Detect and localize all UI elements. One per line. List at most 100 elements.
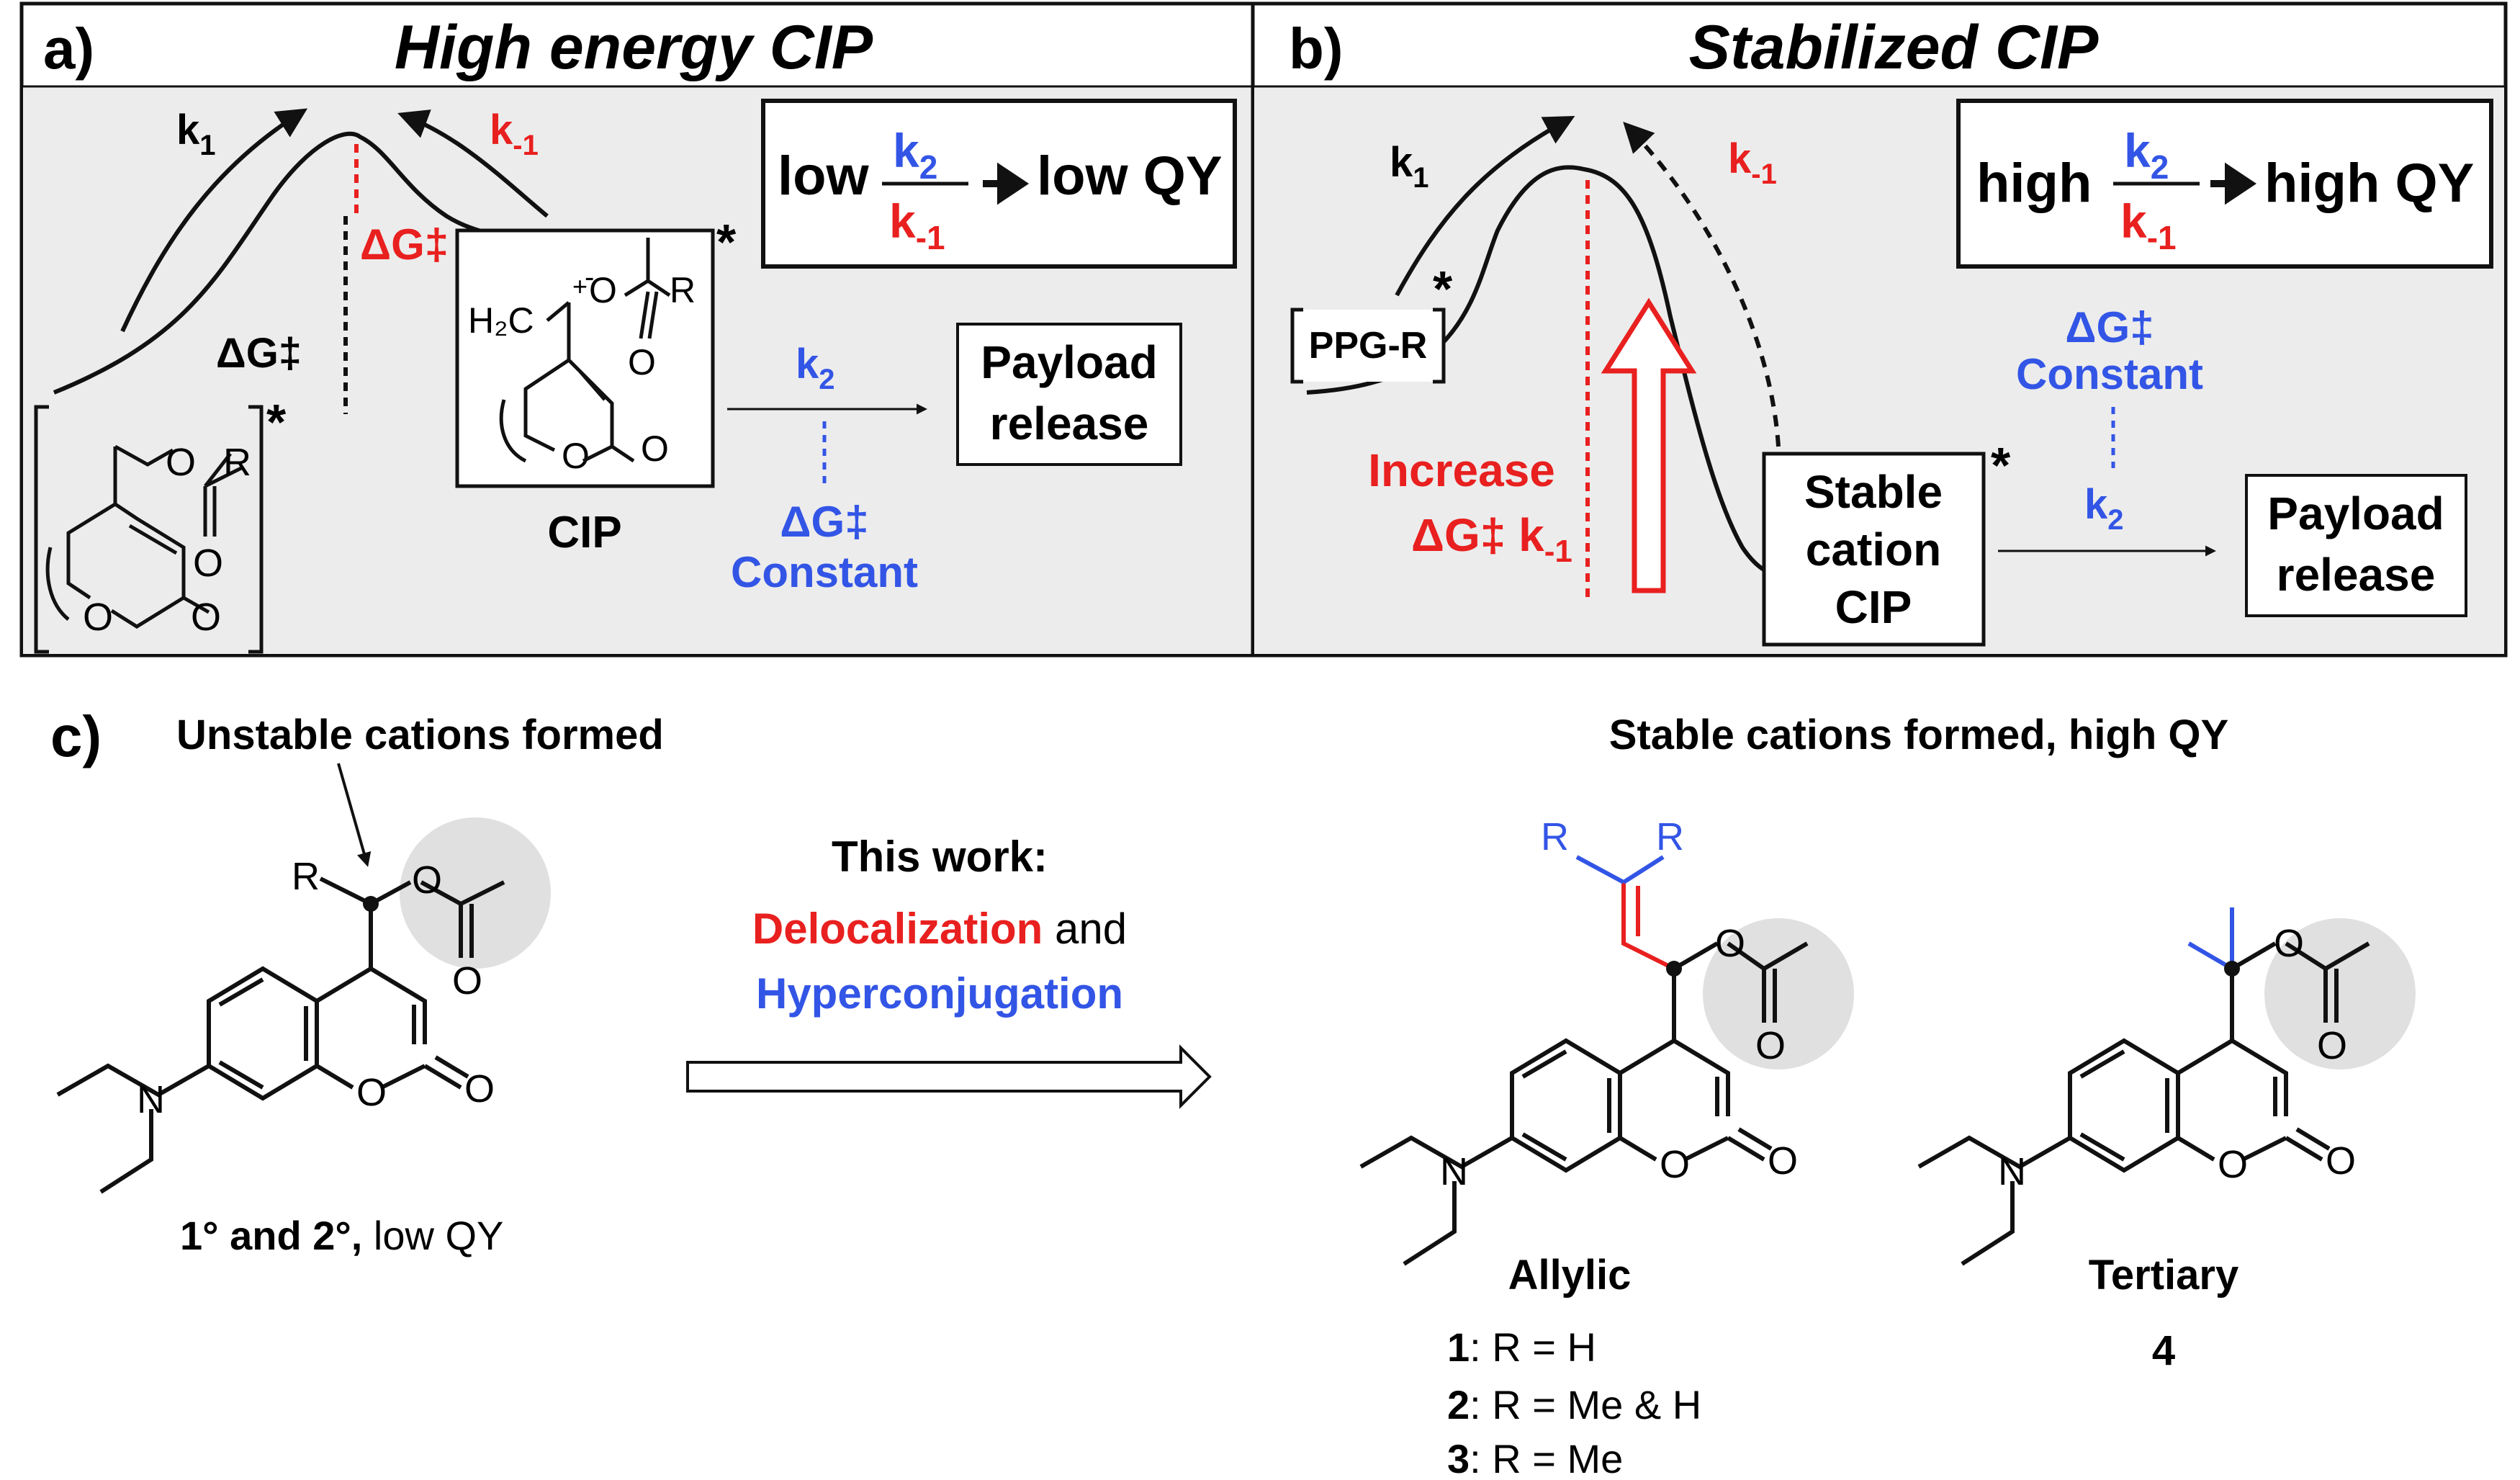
atom-O-ring-left: O xyxy=(83,596,113,639)
ratio-pre-a: low xyxy=(778,145,870,207)
pyranone-molecule-cip xyxy=(499,238,671,463)
k-1-arrow-a xyxy=(397,109,549,218)
tertiary-number: 4 xyxy=(2152,1327,2175,1374)
pyranone-molecule-left xyxy=(45,444,243,629)
panel-b-frame xyxy=(1251,1,2508,658)
atom-N-tertiary: N xyxy=(1998,1150,2026,1193)
atom-minus-cip: - xyxy=(585,261,594,293)
k1-label-b: k1 xyxy=(1390,139,1429,194)
atom-O-cip: O xyxy=(589,270,617,310)
coumarin-molecule-tertiary xyxy=(1917,941,2370,1266)
k2-label-b: k2 xyxy=(2084,481,2124,536)
compound-2-label: 2: R = Me & H xyxy=(1447,1382,1701,1427)
brackets-ppg-front xyxy=(1290,308,1446,384)
ratio-den-a: k-1 xyxy=(889,194,945,256)
panel-c: c) Unstable cations formed Stable cation… xyxy=(50,704,2416,1480)
stable-line2-b: cation xyxy=(1806,524,1941,575)
atom-O-lactone-left: O xyxy=(191,596,221,639)
payload-line2-a: release xyxy=(990,398,1149,449)
k-1-arrow-b xyxy=(1623,121,1781,447)
dG-left-label-a: ΔG‡ xyxy=(216,330,302,377)
asterisk-cip-a: * xyxy=(716,214,737,270)
stereocenter-dot-allylic xyxy=(1666,961,1682,977)
atom-O-lactone-cip: O xyxy=(641,429,669,469)
stable-cip-box-b xyxy=(1762,452,1986,647)
payload-line1-b: Payload xyxy=(2267,488,2444,539)
dG-ts-label-a: ΔG‡ xyxy=(360,220,449,269)
k1-arrow-b xyxy=(1395,115,1575,297)
ratio-pre-b: high xyxy=(1976,153,2092,214)
stereocenter-dot-tertiary xyxy=(2224,961,2240,977)
ppg-label-b: PPG-R xyxy=(1309,325,1428,367)
atom-O-carbonyl-left-c: O xyxy=(452,959,482,1003)
payload-line1-a: Payload xyxy=(981,336,1157,388)
k1-label-a: k1 xyxy=(176,107,216,161)
ratio-num-b: k2 xyxy=(2124,124,2169,186)
atom-R1-allylic: R xyxy=(1541,815,1569,858)
panel-a: a) High energy CIP k1 k-1 ΔG‡ ΔG‡ low k2… xyxy=(19,1,1255,658)
ratio-num-a: k2 xyxy=(893,124,937,186)
atom-N-allylic: N xyxy=(1440,1150,1468,1193)
ratio-post-b: high QY xyxy=(2264,153,2474,214)
constant-label-b: Constant xyxy=(2016,350,2203,398)
k-1-label-b: k-1 xyxy=(1728,135,1777,190)
ratio-den-b: k-1 xyxy=(2120,194,2177,256)
stable-line3-b: CIP xyxy=(1835,581,1912,633)
atom-O-ester-tertiary: O xyxy=(2274,922,2304,965)
panel-b-label: b) xyxy=(1289,17,1344,81)
unstable-label: Unstable cations formed xyxy=(176,712,664,758)
atom-O-lactone-tertiary: O xyxy=(2326,1139,2356,1183)
k1-arrow-a xyxy=(120,108,308,333)
increase-label-b: Increase xyxy=(1368,444,1555,496)
leaving-group-highlight-left xyxy=(400,817,551,969)
asterisk-ppg-b: * xyxy=(1433,261,1453,317)
ratio-arrow-b xyxy=(2210,162,2257,205)
atom-O-carbonyl-cip: O xyxy=(628,342,656,382)
atom-O-lactone-left-c: O xyxy=(464,1067,495,1111)
this-work-label: This work: xyxy=(832,833,1048,881)
payload-box-a xyxy=(956,323,1182,466)
compound-1-label: 1: R = H xyxy=(1447,1324,1596,1370)
asterisk-stable-b: * xyxy=(1991,437,2011,493)
dG-const-label-b: ΔG‡ xyxy=(2065,303,2154,351)
stable-line1-b: Stable xyxy=(1804,466,1943,518)
energy-curve-a xyxy=(53,131,548,395)
panel-b-title: Stabilized CIP xyxy=(1689,13,2099,82)
payload-line2-b: release xyxy=(2277,549,2436,601)
atom-O-carbonyl-tertiary: O xyxy=(2317,1024,2347,1067)
atom-O-carbonyl-left: O xyxy=(193,542,223,585)
cip-label-a: CIP xyxy=(547,508,621,557)
dG-const-label-a: ΔG‡ xyxy=(780,498,868,546)
panel-a-label: a) xyxy=(43,17,94,81)
brackets-left-molecule xyxy=(34,405,264,654)
atom-O-ring-left-c: O xyxy=(356,1071,387,1114)
cip-box-a xyxy=(455,228,715,488)
stable-label: Stable cations formed, high QY xyxy=(1609,712,2228,758)
atom-R2-allylic: R xyxy=(1656,815,1684,858)
increase-arrow-b xyxy=(1601,297,1697,593)
leaving-group-highlight-allylic xyxy=(1703,918,1854,1069)
atom-CH2-cip: H₂C xyxy=(468,300,534,341)
atom-R-left-c: R xyxy=(292,855,320,898)
panel-c-label: c) xyxy=(50,704,102,768)
atom-R-left: R xyxy=(223,441,251,484)
tertiary-label: Tertiary xyxy=(2089,1252,2238,1299)
constant-label-a: Constant xyxy=(731,548,918,596)
left-caption: 1° and 2°, low QY xyxy=(180,1213,503,1258)
hyperconjugation-label: Hyperconjugation xyxy=(756,969,1123,1018)
atom-O-carbonyl-allylic: O xyxy=(1755,1024,1786,1067)
atom-O-ring-allylic: O xyxy=(1660,1143,1690,1186)
atom-O-lactone-allylic: O xyxy=(1768,1139,1798,1183)
this-work-arrow xyxy=(686,1044,1212,1109)
compound-3-label: 3: R = Me xyxy=(1447,1436,1623,1480)
unstable-pointer xyxy=(337,763,372,867)
atom-O-ring-tertiary: O xyxy=(2218,1143,2248,1186)
atom-R-cip: R xyxy=(670,270,696,310)
atom-O-ring-cip: O xyxy=(562,436,590,476)
atom-O-ester-left: O xyxy=(166,441,196,484)
atom-O-ester-allylic: O xyxy=(1715,922,1745,965)
ratio-arrow-a xyxy=(983,162,1030,205)
coumarin-molecule-allylic xyxy=(1359,941,1809,1266)
allylic-label: Allylic xyxy=(1508,1252,1632,1299)
